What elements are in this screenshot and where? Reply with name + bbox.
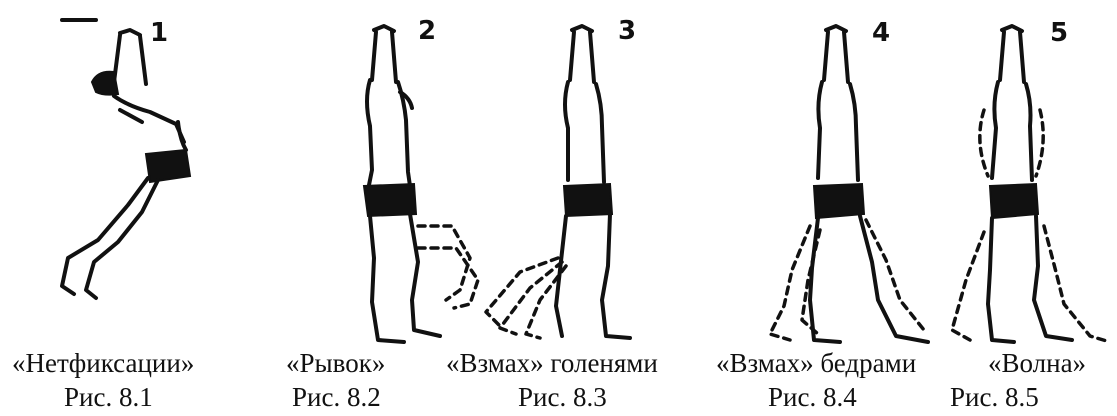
figure-4-gymnast [770,26,928,342]
figure-5-label: Рис. 8.5 [950,384,1039,411]
figure-2-caption: «Рывок» [286,350,385,377]
figure-2-label: Рис. 8.2 [292,384,381,411]
figure-2-number: 2 [418,18,436,44]
figure-5-number: 5 [1050,20,1068,46]
figure-4-label: Рис. 8.4 [768,384,857,411]
figure-4-caption: «Взмах» бедрами [716,350,916,377]
figure-3-gymnast [486,26,630,338]
figure-5-caption: «Волна» [988,350,1086,377]
figure-1-label: Рис. 8.1 [64,384,153,411]
figure-5-gymnast [952,26,1110,342]
figure-3-caption: «Взмах» голенями [446,350,658,377]
figure-2-gymnast [364,26,478,342]
figure-1-caption: «Нетфиксации» [12,350,194,377]
figure-3-label: Рис. 8.3 [518,384,607,411]
figure-1-number: 1 [150,20,168,46]
figure-1-gymnast [62,20,190,298]
figure-4-number: 4 [872,20,890,46]
figure-3-number: 3 [618,18,636,44]
